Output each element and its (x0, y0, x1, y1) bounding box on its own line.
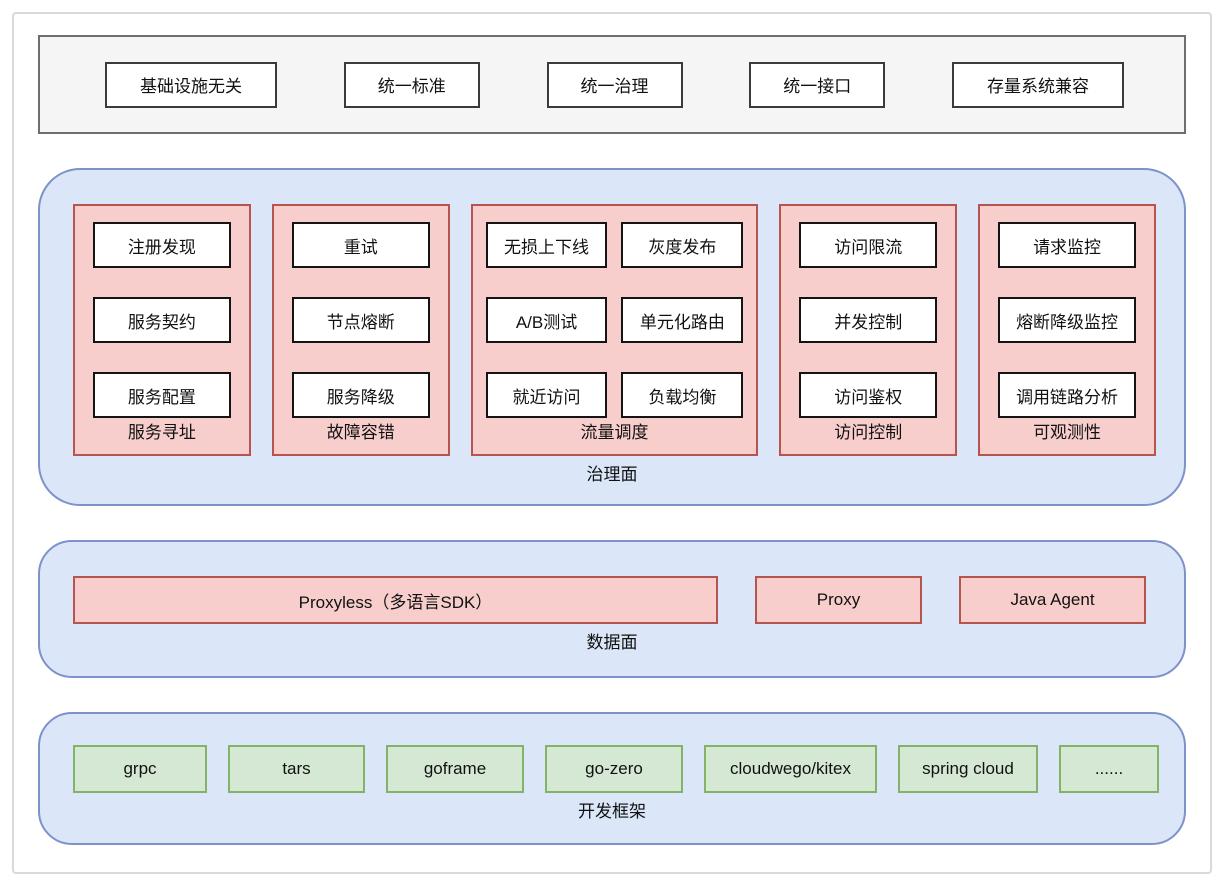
gov-item-box: 单元化路由 (621, 297, 744, 343)
principle-box: 统一治理 (546, 61, 683, 108)
principle-box: 统一接口 (749, 61, 886, 108)
gov-item-box: 调用链路分析 (998, 372, 1136, 418)
gov-group: 访问限流并发控制访问鉴权访问控制 (779, 204, 958, 456)
gov-group-label: 服务寻址 (127, 423, 196, 442)
framework-box: goframe (386, 745, 524, 793)
frameworks-plane-label: 开发框架 (578, 802, 646, 821)
principle-box: 统一标准 (343, 61, 480, 108)
framework-box: cloudwego/kitex (704, 745, 877, 793)
gov-item-box: 访问鉴权 (799, 372, 938, 418)
gov-group: 请求监控熔断降级监控调用链路分析可观测性 (978, 204, 1156, 456)
frameworks-plane: grpc tars goframe go-zero cloudwego/kitex spr… (38, 712, 1186, 845)
gov-group: 重试节点熔断服务降级故障容错 (271, 204, 450, 456)
principles-bar: 基础设施无关 统一标准 统一治理 统一接口 存量系统兼容 (38, 35, 1186, 134)
gov-group: 无损上下线灰度发布 A/B测试单元化路由就近访问负载均衡流量调度 (470, 204, 759, 456)
governance-plane-label: 治理面 (586, 465, 638, 484)
gov-group-items: 访问限流并发控制访问鉴权 (799, 222, 938, 418)
gov-item-box: 灰度发布 (621, 222, 744, 268)
gov-group: 注册发现服务契约服务配置服务寻址 (73, 204, 251, 456)
principle-box: 基础设施无关 (105, 61, 277, 108)
gov-item-box: 服务配置 (93, 372, 231, 418)
gov-group-items: 无损上下线灰度发布 A/B测试单元化路由就近访问负载均衡 (485, 222, 744, 418)
gov-group-label: 流量调度 (580, 423, 649, 442)
framework-boxes: grpc tars goframe go-zero cloudwego/kitex spr… (73, 745, 1159, 793)
gov-item-box: 负载均衡 (621, 372, 744, 418)
data-plane-box: Proxyless（多语言SDK） (73, 576, 718, 624)
gov-item-box: 注册发现 (93, 222, 231, 268)
gov-item-box: 请求监控 (998, 222, 1136, 268)
data-plane-label: 数据面 (586, 633, 638, 652)
gov-item-box: 节点熔断 (291, 297, 430, 343)
gov-group-label: 访问控制 (834, 423, 903, 442)
data-plane-boxes: Proxyless（多语言SDK） Proxy Java Agent (73, 576, 1146, 624)
gov-item-box: 并发控制 (799, 297, 938, 343)
gov-item-box: 访问限流 (799, 222, 938, 268)
framework-box: grpc (73, 745, 207, 793)
gov-group-items: 注册发现服务契约服务配置 (93, 222, 231, 418)
gov-item-box: A/B测试 (485, 297, 608, 343)
principle-box: 存量系统兼容 (952, 61, 1124, 108)
data-plane-box: Proxy (755, 576, 922, 624)
framework-box: ...... (1059, 745, 1159, 793)
data-plane-box: Java Agent (959, 576, 1146, 624)
gov-item-box: 熔断降级监控 (998, 297, 1136, 343)
gov-group-items: 请求监控熔断降级监控调用链路分析 (998, 222, 1136, 418)
data-plane: Proxyless（多语言SDK） Proxy Java Agent 数据面 (38, 540, 1186, 678)
gov-group-label: 可观测性 (1033, 423, 1102, 442)
framework-box: tars (228, 745, 365, 793)
gov-item-box: 重试 (291, 222, 430, 268)
gov-item-box: 服务契约 (93, 297, 231, 343)
gov-group-label: 故障容错 (326, 423, 395, 442)
gov-item-box: 就近访问 (485, 372, 608, 418)
gov-group-items: 重试节点熔断服务降级 (291, 222, 430, 418)
gov-item-box: 无损上下线 (485, 222, 608, 268)
framework-box: go-zero (545, 745, 683, 793)
framework-box: spring cloud (898, 745, 1038, 793)
gov-item-box: 服务降级 (291, 372, 430, 418)
